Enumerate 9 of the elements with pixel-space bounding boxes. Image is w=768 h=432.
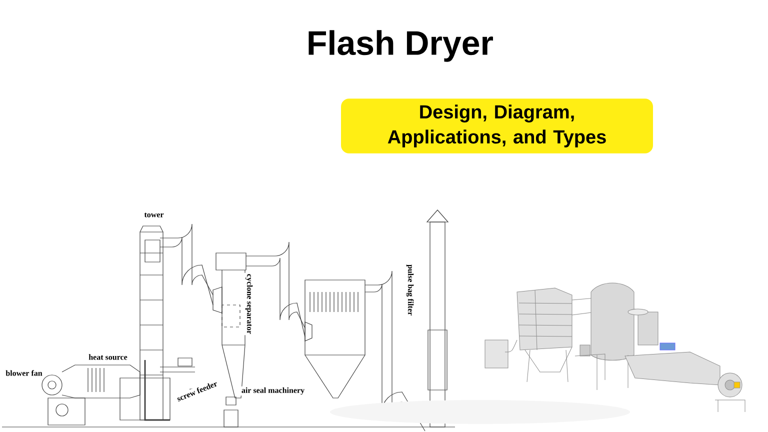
title: Flash Dryer <box>308 30 493 62</box>
part-label: blower fan <box>4 369 44 377</box>
part-label: cyclone separator <box>244 272 254 336</box>
part-label: screw feeder <box>174 379 220 403</box>
part-label: pulse bag filter <box>405 263 415 317</box>
part-label: tower <box>143 212 165 218</box>
part-label: air seal machinery <box>240 386 306 396</box>
part-label: heat source <box>88 353 128 361</box>
subtitle-banner: Design, Diagram, Applications, and Types <box>341 98 653 154</box>
